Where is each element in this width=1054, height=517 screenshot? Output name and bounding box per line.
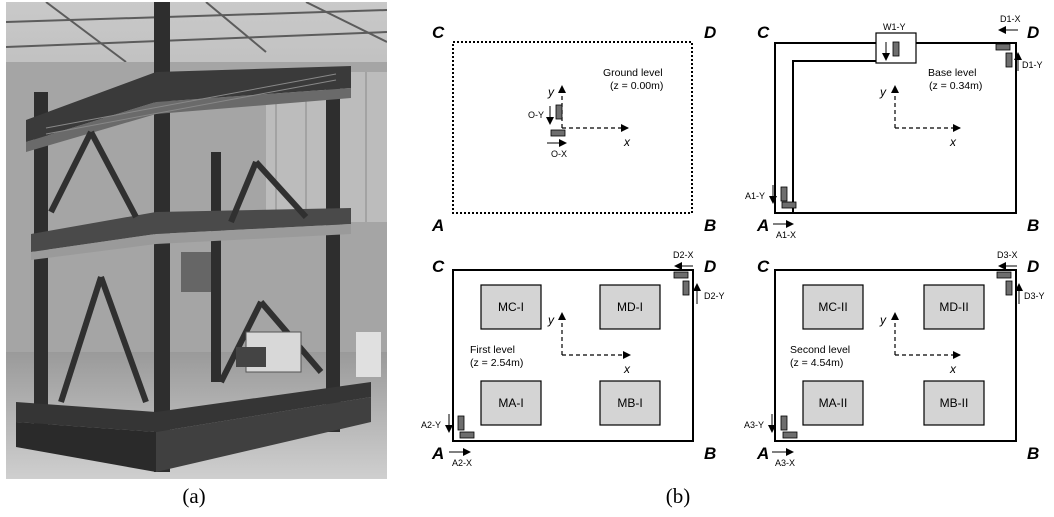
mass-mc — [802, 284, 864, 330]
mass-label-mb: MB-I — [617, 396, 642, 410]
sensor-d1-y — [1005, 52, 1013, 68]
sensor-label-a2-y: A2-Y — [421, 420, 441, 430]
mass-mb — [599, 380, 661, 426]
y-axis-label: y — [879, 85, 887, 99]
corner-label-b: B — [1027, 216, 1039, 235]
sensor-d3-x — [996, 271, 1012, 279]
sensor-label-a2-x: A2-X — [452, 458, 472, 468]
sensor-o-y — [555, 104, 563, 120]
y-axis-label: y — [547, 313, 555, 327]
second-level-panel: C D A B MC-II MD-II MA-II MB-II Second l… — [744, 250, 1045, 468]
mass-label-md: MD-II — [939, 300, 968, 314]
corner-label-d: D — [1027, 257, 1039, 276]
first-level-panel: C D A B MC-I MD-I MA-I MB-I First level … — [421, 250, 725, 468]
corner-label-c: C — [432, 23, 445, 42]
sensor-o-x — [550, 129, 566, 137]
corner-label-b: B — [704, 444, 716, 463]
sensor-d2-y — [682, 280, 690, 296]
second-level-outline — [774, 269, 1017, 442]
figure-label-b: (b) — [665, 484, 691, 508]
sensor-d2-x — [673, 271, 689, 279]
sensor-d1-x — [995, 43, 1011, 51]
sensor-a2-y — [457, 415, 465, 431]
corner-label-c: C — [757, 23, 770, 42]
mass-label-md: MD-I — [617, 300, 643, 314]
ground-level-outline — [452, 41, 693, 214]
mass-ma — [802, 380, 864, 426]
level-elevation: (z = 0.34m) — [929, 80, 982, 92]
x-axis-label: x — [623, 135, 631, 149]
sensor-label-o-x: O-X — [551, 149, 567, 159]
level-elevation: (z = 2.54m) — [470, 357, 523, 369]
level-title: First level — [470, 344, 515, 356]
mass-label-mc: MC-I — [498, 300, 524, 314]
corner-label-c: C — [757, 257, 770, 276]
mass-md — [923, 284, 985, 330]
sensor-a3-y — [780, 415, 788, 431]
corner-label-a: A — [756, 216, 769, 235]
base-level-panel: C D A B Base level (z = 0.34m) y x W1-Y … — [745, 14, 1043, 240]
corner-label-b: B — [1027, 444, 1039, 463]
corner-label-a: A — [431, 216, 444, 235]
mass-mc — [480, 284, 542, 330]
corner-label-a: A — [756, 444, 769, 463]
mass-label-ma: MA-II — [819, 396, 848, 410]
mass-label-mc: MC-II — [818, 300, 847, 314]
level-elevation: (z = 0.00m) — [610, 80, 663, 92]
sensor-label-d1-x: D1-X — [1000, 14, 1021, 24]
base-level-inner-outline — [792, 60, 876, 212]
first-level-outline — [452, 269, 694, 442]
level-title: Base level — [928, 67, 976, 79]
sensor-d3-y — [1005, 280, 1013, 296]
sensor-a1-y — [780, 186, 788, 202]
sensor-label-d3-y: D3-Y — [1024, 291, 1045, 301]
x-axis-label: x — [623, 362, 631, 376]
sensor-label-d2-x: D2-X — [673, 250, 694, 260]
sensor-label-a3-y: A3-Y — [744, 420, 764, 430]
mass-mb — [923, 380, 985, 426]
x-axis-label: x — [949, 362, 957, 376]
ground-level-panel: C D A B Ground level (z = 0.00m) y x O-Y… — [431, 23, 716, 235]
corner-label-c: C — [432, 257, 445, 276]
y-axis-label: y — [879, 313, 887, 327]
sensor-label-a1-x: A1-X — [776, 230, 796, 240]
sensor-label-w1-y: W1-Y — [883, 22, 906, 32]
level-elevation: (z = 4.54m) — [790, 357, 843, 369]
sensor-a1-x — [781, 201, 797, 209]
y-axis-label: y — [547, 85, 555, 99]
mass-label-ma: MA-I — [498, 396, 523, 410]
level-title: Second level — [790, 344, 850, 356]
mass-label-mb: MB-II — [940, 396, 969, 410]
sensor-w1-y — [892, 41, 900, 57]
corner-label-b: B — [704, 216, 716, 235]
corner-label-d: D — [1027, 23, 1039, 42]
figure-label-a: (a) — [182, 484, 206, 508]
sensor-label-o-y: O-Y — [528, 110, 544, 120]
sensor-label-d3-x: D3-X — [997, 250, 1018, 260]
sensor-label-d2-y: D2-Y — [704, 291, 725, 301]
sensor-a2-x — [459, 431, 475, 439]
sensor-label-a3-x: A3-X — [775, 458, 795, 468]
level-title: Ground level — [603, 67, 663, 79]
steel-frame-photo — [6, 2, 387, 479]
x-axis-label: x — [949, 135, 957, 149]
corner-label-a: A — [431, 444, 444, 463]
sensor-a3-x — [782, 431, 798, 439]
sensor-label-a1-y: A1-Y — [745, 191, 765, 201]
mass-md — [599, 284, 661, 330]
corner-label-d: D — [704, 23, 716, 42]
sensor-label-d1-y: D1-Y — [1022, 60, 1043, 70]
mass-ma — [480, 380, 542, 426]
corner-label-d: D — [704, 257, 716, 276]
